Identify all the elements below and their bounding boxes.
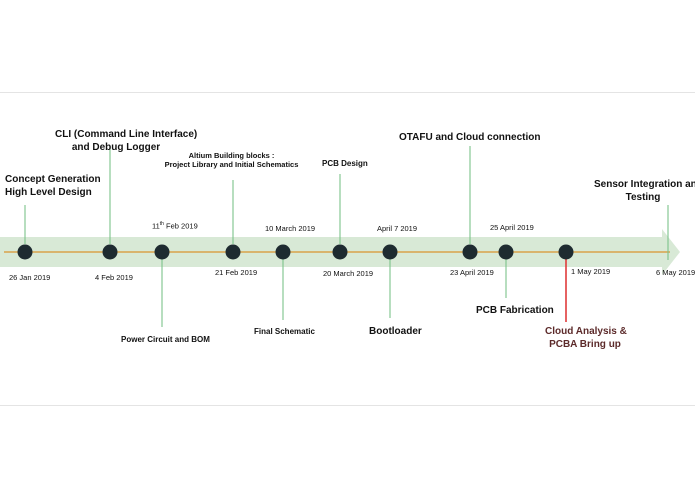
event-line: Bootloader	[369, 326, 422, 337]
event-label-cloud-analysis: Cloud Analysis & PCBA Bring up	[545, 326, 627, 351]
date-label: 21 Feb 2019	[215, 268, 258, 277]
event-label-sensor-integration: Sensor Integration and Testing	[594, 179, 695, 204]
event-label-pcb-fabrication: PCB Fabrication	[476, 305, 554, 318]
milestone-node	[225, 244, 241, 260]
event-label-otafu: OTAFU and Cloud connection	[399, 132, 540, 145]
date-label: 20 March 2019	[323, 269, 374, 278]
milestone-node	[102, 244, 118, 260]
event-label-pcb-design: PCB Design	[322, 159, 368, 169]
milestone-node	[154, 244, 170, 260]
date-label: 10 March 2019	[265, 224, 316, 233]
milestone-node	[558, 244, 574, 260]
event-line: High Level Design	[5, 186, 92, 198]
event-label-cli: CLI (Command Line Interface) and Debug L…	[55, 129, 198, 154]
date-label: 23 April 2019	[450, 268, 494, 277]
date-day: 11	[152, 221, 160, 231]
event-line: Testing	[625, 191, 661, 203]
event-line: PCB Design	[322, 159, 368, 168]
date-label: 6 May 2019	[656, 268, 695, 277]
date-label: April 7 2019	[377, 224, 418, 233]
event-line: Power Circuit and BOM	[121, 335, 210, 344]
event-label-final-schematic: Final Schematic	[254, 327, 315, 337]
event-line: CLI (Command Line Interface)	[55, 129, 198, 140]
date-label: 1 May 2019	[571, 267, 611, 276]
event-line: Altium Building blocks :	[188, 151, 275, 160]
event-line: Cloud Analysis &	[545, 326, 627, 337]
milestone-node	[332, 244, 348, 260]
event-line: Concept Generation	[5, 174, 101, 185]
date-rest: Feb 2019	[163, 221, 198, 231]
milestone-node	[462, 244, 478, 260]
milestone-node	[498, 244, 514, 260]
date-label: 25 April 2019	[490, 223, 534, 232]
event-label-power-circuit: Power Circuit and BOM	[121, 335, 210, 345]
event-line: OTAFU and Cloud connection	[399, 132, 541, 143]
milestone-node	[382, 244, 398, 260]
date-label: 11th Feb 2019	[152, 221, 198, 231]
event-line: PCBA Bring up	[549, 338, 621, 350]
event-line: Sensor Integration and	[594, 179, 695, 190]
milestone-node	[275, 244, 291, 260]
event-line: Final Schematic	[254, 327, 315, 336]
date-label: 26 Jan 2019	[9, 273, 51, 282]
event-line: PCB Fabrication	[476, 305, 554, 316]
milestone-node	[17, 244, 33, 260]
date-ordinal: th	[159, 221, 164, 227]
date-label: 4 Feb 2019	[95, 273, 133, 282]
event-label-bootloader: Bootloader	[369, 326, 422, 339]
event-line: and Debug Logger	[71, 141, 161, 153]
event-label-concept-generation: Concept Generation High Level Design	[5, 174, 101, 199]
event-label-altium: Altium Building blocks : Project Library…	[164, 151, 299, 170]
event-line: Project Library and Initial Schematics	[164, 160, 299, 170]
